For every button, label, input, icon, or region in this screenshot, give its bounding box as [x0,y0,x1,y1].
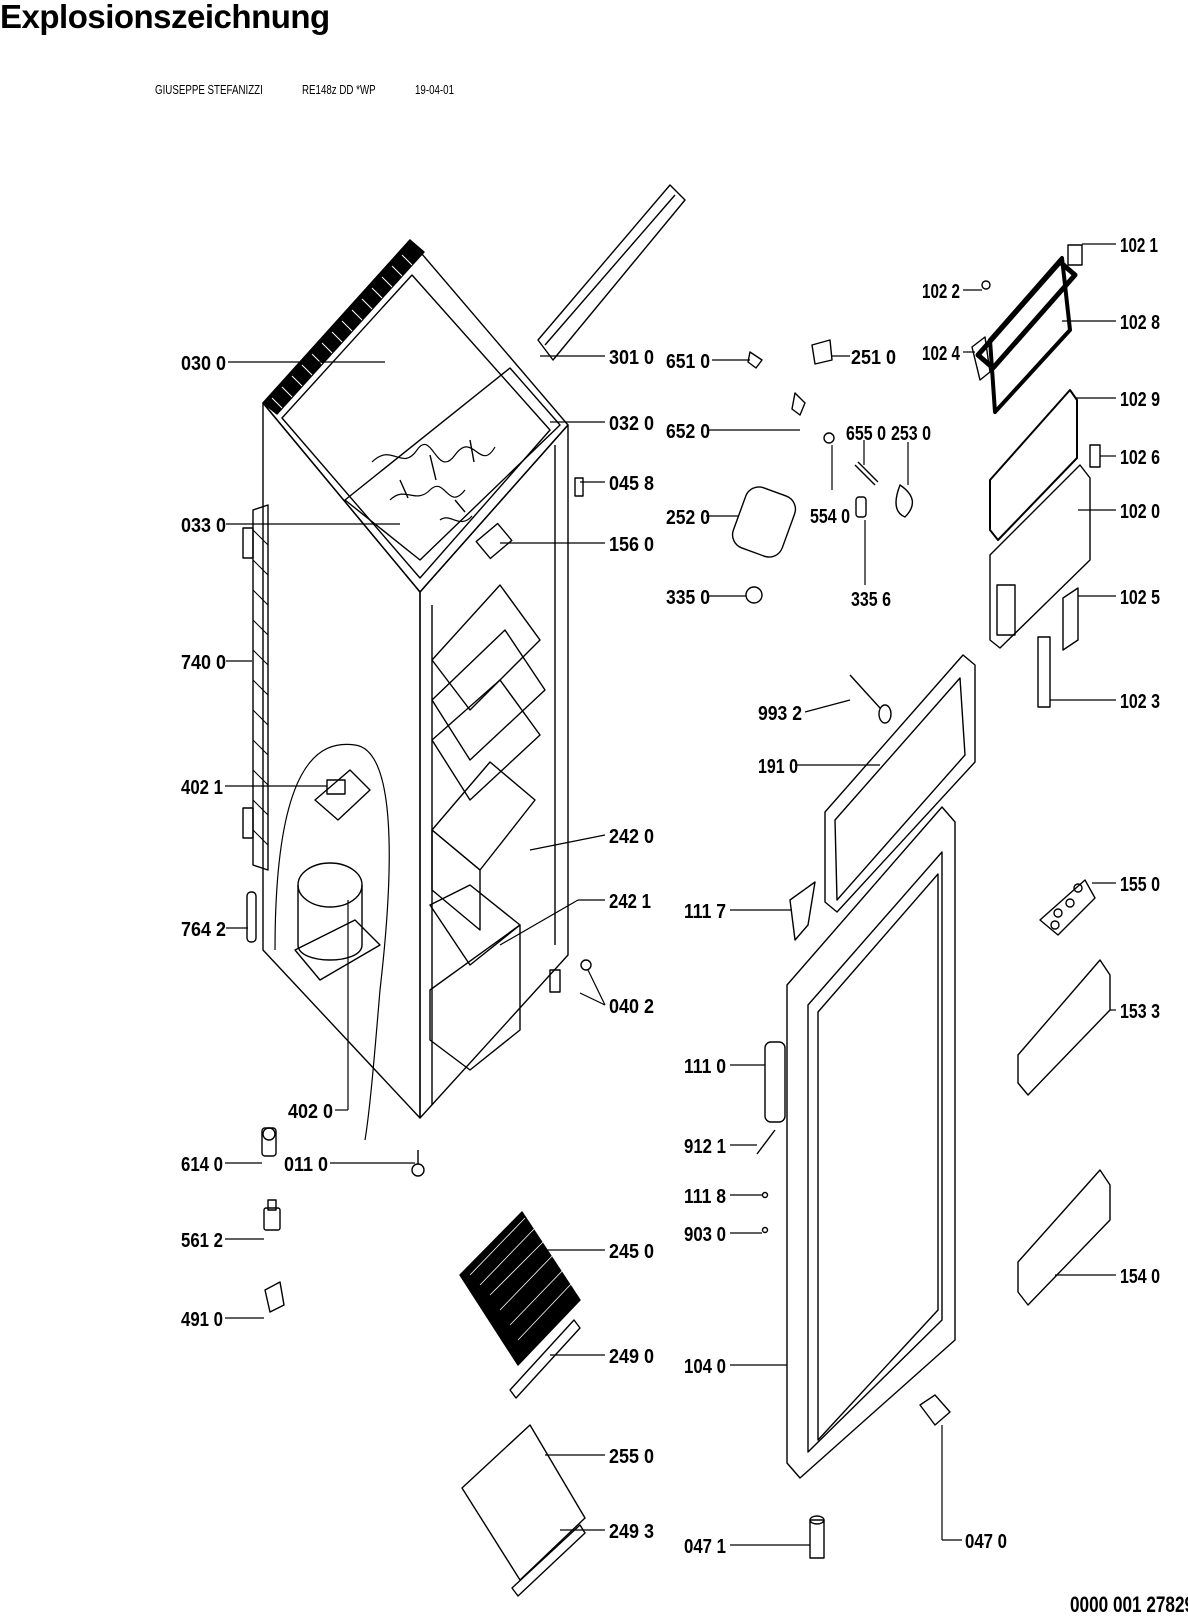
part-label: 155 0 [1120,874,1160,896]
cabinet-front [419,424,569,1119]
part-label: 912 1 [684,1136,726,1158]
part-label: 255 0 [609,1446,654,1468]
part-label: 102 6 [1120,447,1160,469]
top-trim [537,184,686,361]
part-label: 153 3 [1120,1001,1160,1023]
door-handle [764,1041,786,1123]
part-label: 040 2 [609,996,654,1018]
part-label: 651 0 [666,351,710,373]
vent-grille [262,239,425,415]
part-label: 655 0 [846,423,886,445]
part-label: 251 0 [851,347,896,369]
part-label: 102 9 [1120,389,1160,411]
part-label: 249 0 [609,1346,654,1368]
leader-lines [225,243,1116,1546]
page-title: Explosionszeichnung [0,0,330,35]
part-label: 154 0 [1120,1266,1160,1288]
part-label: 045 8 [609,473,654,495]
part-label: 047 1 [684,1536,726,1558]
main-door [764,806,956,1479]
door-gasket [824,654,976,913]
evaporator-plate [344,367,561,561]
hinges [809,1394,951,1559]
freezer-door [971,244,1101,708]
part-label: 102 0 [1120,501,1160,523]
part-label: 561 2 [181,1230,223,1252]
part-label: 335 6 [851,589,891,611]
part-label: 030 0 [181,353,226,375]
part-labels: 030 0 301 0 032 0 045 8 033 0 156 0 740 … [181,235,1160,1558]
screw-0458 [574,477,584,497]
model-code: RE148z DD *WP [302,83,376,97]
part-label: 102 3 [1120,691,1160,713]
part-label: 993 2 [758,703,802,725]
part-label: 740 0 [181,652,226,674]
part-label: 033 0 [181,515,226,537]
part-label: 111 0 [684,1056,726,1078]
part-label: 253 0 [891,423,931,445]
door-shelves [1017,879,1111,1306]
foot-0402 [549,969,561,993]
part-label: 111 8 [684,1186,726,1208]
cabinet-drawing [242,184,686,1177]
designer-name: GIUSEPPE STEFANIZZI [155,83,263,97]
wire-shelf [459,1211,581,1399]
part-label: 104 0 [684,1356,726,1378]
cabinet-left-side [262,402,421,1119]
part-label: 402 1 [181,777,223,799]
part-label: 047 0 [965,1531,1007,1553]
part-label: 245 0 [609,1241,654,1263]
part-label: 242 1 [609,891,651,913]
part-label: 102 2 [922,281,960,303]
cabinet-top-inner [281,274,551,579]
condenser [252,504,269,871]
part-label: 242 0 [609,826,654,848]
thermostat-housing [731,486,797,558]
part-label: 102 1 [1120,235,1158,257]
foot-0110 [411,1163,425,1177]
part-label: 903 0 [684,1224,726,1246]
relay-box [314,769,371,821]
filter-drier [246,891,257,943]
small-parts-middle [731,339,913,724]
part-label: 252 0 [666,507,710,529]
door-screws [756,1129,776,1234]
part-label: 614 0 [181,1154,223,1176]
cabinet-top [262,239,569,593]
part-label: 111 7 [684,901,726,923]
drawing-date: 19-04-01 [415,83,455,97]
part-label: 102 8 [1120,312,1160,334]
part-label: 191 0 [758,756,798,778]
document-number: 0000 001 27829 [1070,1592,1188,1617]
part-label: 301 0 [609,347,654,369]
part-label: 011 0 [284,1154,328,1176]
part-label: 249 3 [609,1521,654,1543]
part-label: 102 5 [1120,587,1160,609]
part-label: 032 0 [609,413,654,435]
part-label: 102 4 [922,343,961,365]
part-label: 554 0 [810,506,850,528]
part-label: 764 2 [181,919,226,941]
part-label: 335 0 [666,587,710,609]
glass-shelf [461,1424,586,1597]
part-label: 402 0 [288,1101,333,1123]
part-label: 491 0 [181,1309,223,1331]
part-label: 156 0 [609,534,654,556]
part-label: 652 0 [666,421,710,443]
compressor [297,862,363,908]
small-parts-left [261,1127,285,1313]
